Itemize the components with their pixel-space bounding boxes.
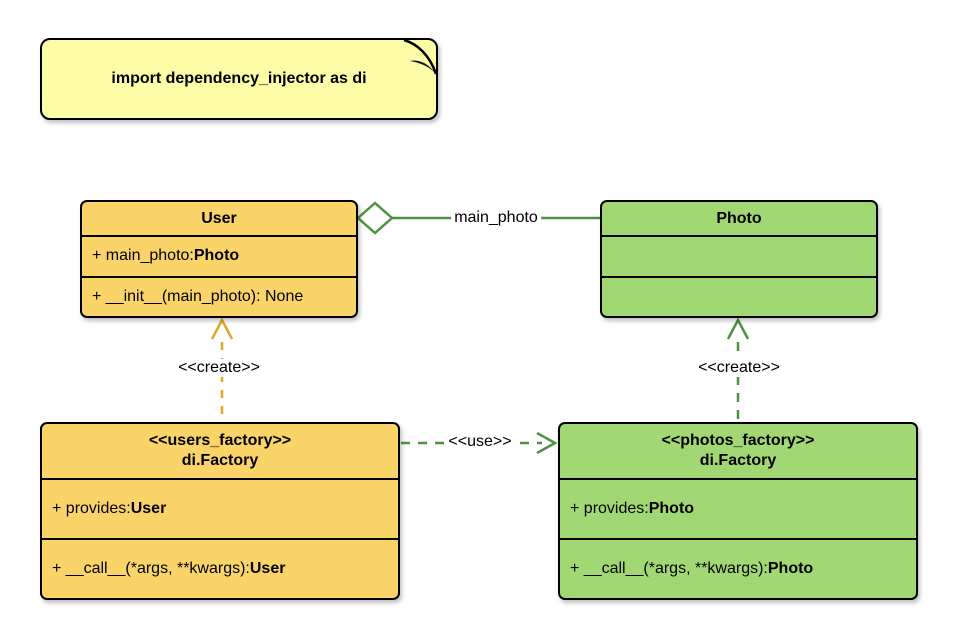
use-arrowhead-icon [536, 431, 558, 455]
class-user-method-init: + __init__(main_photo): None [82, 275, 356, 317]
create-users-label: <<create>> [175, 359, 263, 377]
create-arrowhead-users-icon [210, 317, 234, 340]
class-photos-factory-title: <<photos_factory>> di.Factory [661, 432, 815, 469]
class-photo-title: Photo [716, 209, 762, 227]
stereotype: <<photos_factory>> [661, 432, 815, 449]
class-users-factory-attribute-provides: + provides: User [42, 478, 398, 538]
class-users-factory-method-call: + __call__(*args, **kwargs): User [42, 538, 398, 598]
class-user-title: User [201, 209, 237, 227]
class-user-attribute-main-photo: + main_photo: Photo [82, 235, 356, 276]
create-photos-label: <<create>> [695, 359, 783, 377]
class-photo-attributes-empty [602, 235, 876, 276]
class-users-factory-title: <<users_factory>> di.Factory [148, 432, 292, 469]
class-photo-methods-empty [602, 275, 876, 317]
note-fold-icon [403, 38, 438, 75]
class-users-factory: <<users_factory>> di.Factory + provides:… [40, 422, 400, 600]
member-text: + __call__(*args, **kwargs): [52, 560, 250, 577]
member-text: + provides: [52, 500, 131, 517]
note-text: import dependency_injector as di [111, 70, 367, 87]
note-import-di: import dependency_injector as di [40, 38, 438, 120]
create-arrowhead-photos-icon [726, 317, 750, 340]
member-text: + __init__(main_photo): None [92, 287, 304, 305]
class-user: User + main_photo: Photo + __init__(main… [80, 200, 358, 318]
class-photos-factory-attribute-provides: + provides: Photo [560, 478, 916, 538]
aggregation-diamond-icon [356, 201, 394, 235]
class-photo: Photo [600, 200, 878, 318]
aggregation-label: main_photo [451, 209, 541, 227]
member-type: Photo [193, 247, 240, 265]
member-text: + main_photo: [92, 247, 194, 265]
member-text: + __call__(*args, **kwargs): [570, 560, 768, 577]
member-text: + provides: [570, 500, 649, 517]
member-type: Photo [767, 560, 814, 577]
class-photos-factory: <<photos_factory>> di.Factory + provides… [558, 422, 918, 600]
member-type: User [249, 560, 286, 577]
member-type: Photo [648, 500, 695, 517]
use-label: <<use>> [445, 433, 515, 451]
member-type: User [130, 500, 167, 517]
class-photos-factory-method-call: + __call__(*args, **kwargs): Photo [560, 538, 916, 598]
stereotype: <<users_factory>> [148, 432, 292, 449]
